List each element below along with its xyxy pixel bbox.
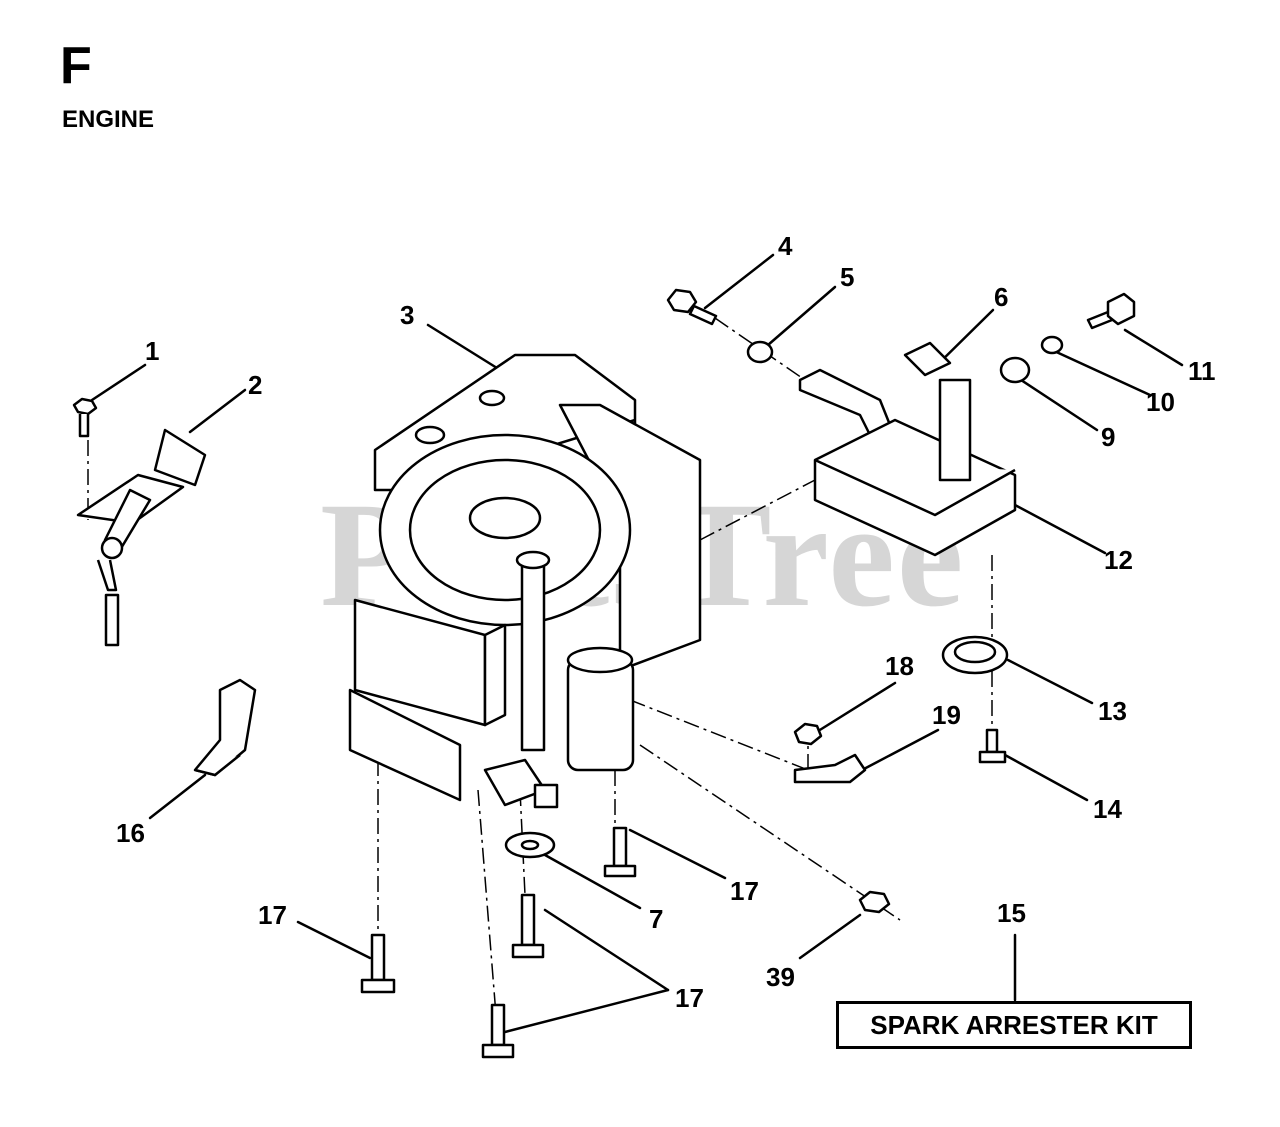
callout-17: 17 <box>258 900 287 930</box>
callout-13: 13 <box>1098 696 1127 726</box>
callout-12: 12 <box>1104 545 1133 575</box>
callout-18: 18 <box>885 651 914 681</box>
callout-15: 15 <box>997 898 1026 928</box>
callout-9: 9 <box>1101 422 1116 452</box>
callout-39: 39 <box>766 962 795 992</box>
callout-17: 17 <box>675 983 704 1013</box>
callout-10: 10 <box>1146 387 1175 417</box>
callout-7: 7 <box>649 904 664 934</box>
spark-arrester-kit-label: SPARK ARRESTER KIT <box>836 1001 1192 1049</box>
callout-4: 4 <box>778 231 793 261</box>
section-title: ENGINE <box>62 106 155 133</box>
callout-17: 17 <box>730 876 759 906</box>
callout-2: 2 <box>248 370 263 400</box>
callout-14: 14 <box>1093 794 1122 824</box>
callout-5: 5 <box>840 262 855 292</box>
section-letter: F <box>60 37 92 95</box>
callout-1: 1 <box>145 336 160 366</box>
callout-19: 19 <box>932 700 961 730</box>
callout-11: 11 <box>1188 356 1216 386</box>
callout-6: 6 <box>994 282 1009 312</box>
callout-16: 16 <box>116 818 145 848</box>
callout-3: 3 <box>400 300 415 330</box>
